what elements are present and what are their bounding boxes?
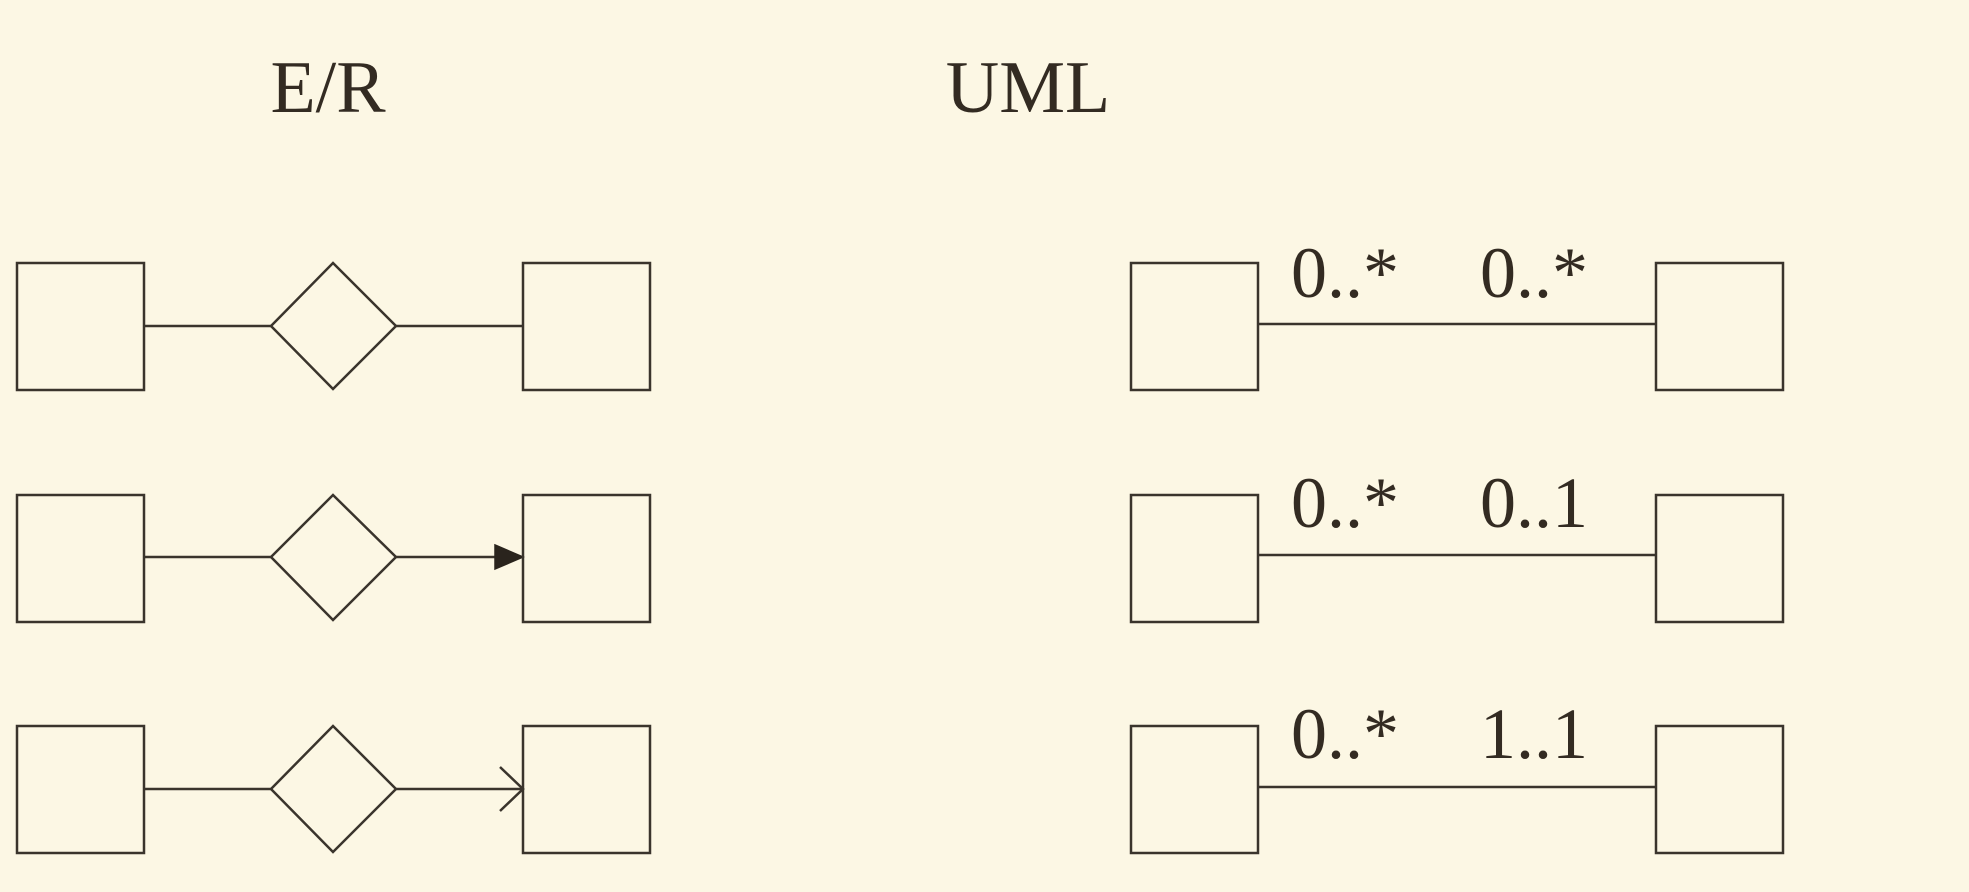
- er-relationship-diamond: [269, 261, 398, 391]
- er-entity-left: [15, 493, 146, 624]
- multiplicity-left: 0..*: [1291, 694, 1399, 774]
- multiplicity-left: 0..*: [1291, 463, 1399, 543]
- multiplicity-left: 0..*: [1291, 233, 1399, 313]
- multiplicity-right: 0..1: [1480, 463, 1588, 543]
- uml-class-right: [1654, 493, 1785, 624]
- uml-class-left: [1129, 493, 1260, 624]
- uml-title: UML: [946, 47, 1110, 129]
- er-row-many-many: [15, 261, 652, 392]
- er-entity-right: [521, 493, 652, 624]
- uml-class-right: [1654, 724, 1785, 855]
- er-relationship-diamond: [269, 493, 398, 622]
- er-relationship-diamond: [269, 724, 398, 854]
- er-row-many-one: [15, 493, 652, 624]
- er-entity-left: [15, 261, 146, 392]
- uml-row-3: 0..* 1..1: [1129, 694, 1785, 855]
- uml-diagram: 0..* 0..* 0..* 0..1 0..* 1..1: [1129, 233, 1785, 855]
- uml-row-2: 0..* 0..1: [1129, 463, 1785, 624]
- er-entity-right: [521, 261, 652, 392]
- er-title: E/R: [270, 47, 386, 129]
- filled-arrow-head-icon: [494, 543, 525, 571]
- uml-row-1: 0..* 0..*: [1129, 233, 1785, 392]
- uml-class-left: [1129, 261, 1260, 392]
- uml-class-right: [1654, 261, 1785, 392]
- uml-class-left: [1129, 724, 1260, 855]
- er-entity-right: [521, 724, 652, 855]
- er-diagram: [15, 261, 652, 855]
- multiplicity-right: 1..1: [1480, 694, 1588, 774]
- multiplicity-right: 0..*: [1480, 233, 1588, 313]
- er-row-exactly-one: [15, 724, 652, 855]
- er-entity-left: [15, 724, 146, 855]
